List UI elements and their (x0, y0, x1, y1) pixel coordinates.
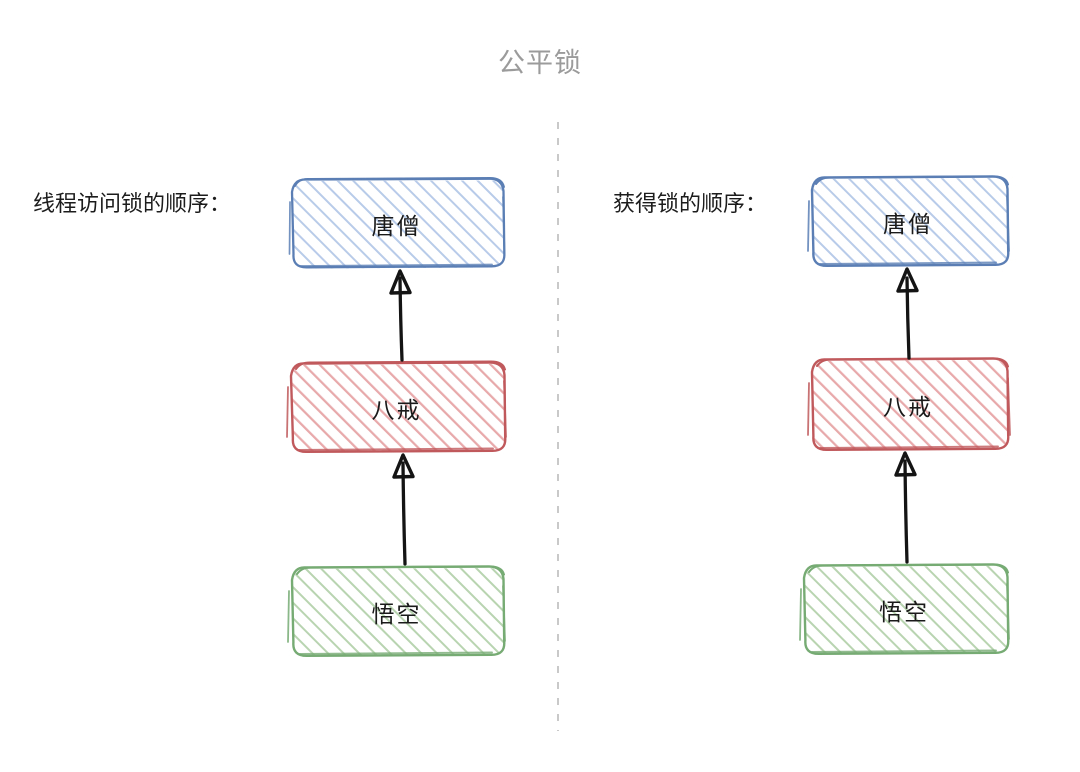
arrow-left-bajie-to-tangseng (389, 269, 412, 362)
node-left-tangseng[interactable] (288, 177, 506, 269)
node-left-wukong[interactable] (287, 565, 506, 657)
column-right (799, 175, 1011, 655)
arrow-left-wukong-to-bajie (392, 453, 415, 566)
node-right-bajie[interactable] (807, 357, 1011, 451)
node-right-tangseng[interactable] (807, 175, 1010, 267)
caption-left-column: 线程访问锁的顺序： (33, 191, 232, 216)
column-left (286, 177, 507, 657)
node-right-wukong[interactable] (799, 563, 1010, 655)
arrow-right-bajie-to-tangseng (896, 267, 919, 360)
page-title: 公平锁 (498, 48, 582, 78)
node-left-bajie[interactable] (286, 360, 507, 453)
arrow-right-wukong-to-bajie (894, 451, 917, 564)
caption-right-column: 获得锁的顺序： (613, 191, 768, 216)
